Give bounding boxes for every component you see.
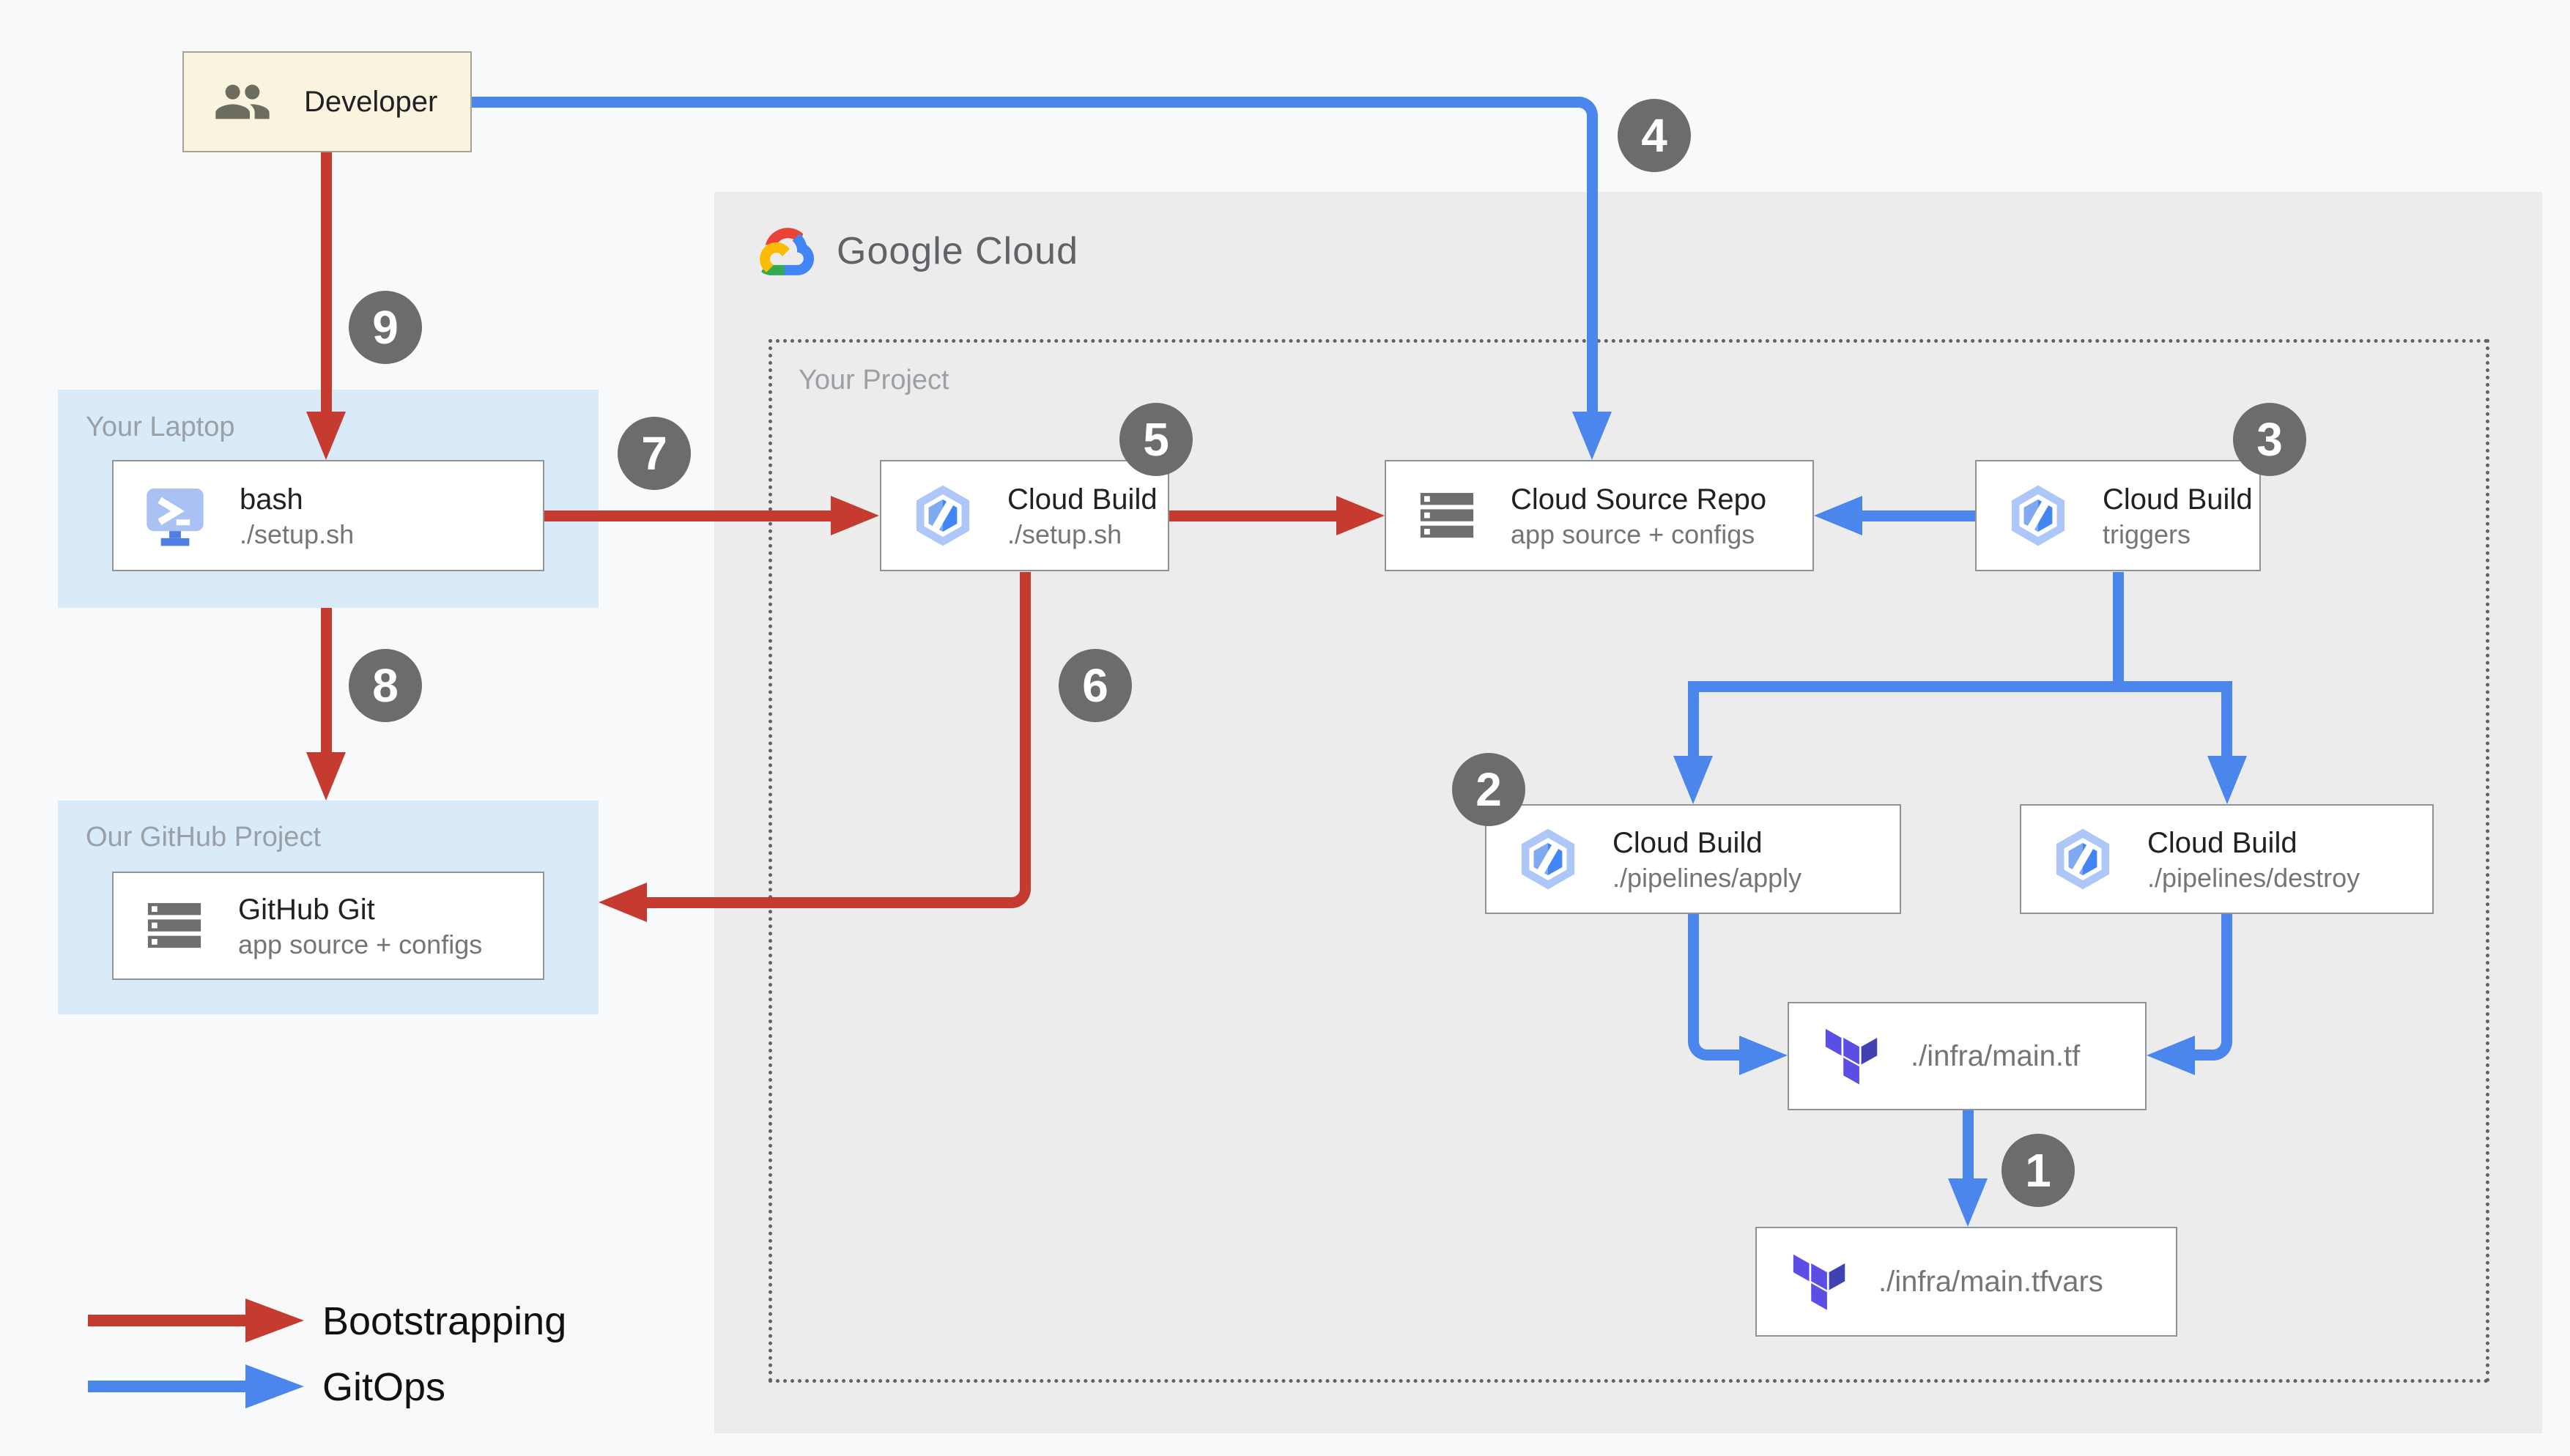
arrow-cloudbuild-setup-to-githubgit [647, 572, 1031, 908]
terraform-icon [1793, 1254, 1845, 1310]
cloud-source-repo-title: Cloud Source Repo [1511, 483, 1767, 516]
arrowhead-triggers-to-csr [1814, 496, 1862, 535]
our-github-project-label: Our GitHub Project [86, 822, 321, 853]
cloud-build-setup-node: Cloud Build ./setup.sh [880, 460, 1169, 571]
github-git-subtitle: app source + configs [238, 929, 483, 959]
cloud-build-icon [916, 485, 970, 546]
legend-gitops-arrow [88, 1381, 245, 1392]
step-badge-1: 1 [2001, 1134, 2075, 1207]
legend-bootstrapping-arrow [88, 1315, 245, 1326]
developer-node: Developer [182, 51, 472, 152]
repo-stack-icon [1420, 493, 1474, 538]
people-icon [215, 84, 270, 119]
google-cloud-logo: Google Cloud [755, 226, 1078, 277]
step-badge-7: 7 [618, 417, 691, 490]
arrow-apply-to-maintf [1688, 914, 1739, 1061]
bash-node: bash ./setup.sh [112, 460, 544, 571]
cloud-build-icon [1521, 828, 1575, 890]
google-cloud-logo-icon [760, 228, 815, 275]
arrowhead-split-to-apply [1673, 756, 1713, 804]
cloud-build-triggers-node: Cloud Build triggers [1975, 460, 2261, 571]
terraform-icon [1825, 1028, 1878, 1085]
github-git-title: GitHub Git [238, 893, 375, 926]
arrowhead-cloudbuild-setup-to-csr [1336, 496, 1385, 535]
cloud-build-triggers-title: Cloud Build [2103, 483, 2253, 516]
infra-main-tf-label: ./infra/main.tf [1911, 1039, 2081, 1072]
your-project-label: Your Project [799, 365, 949, 395]
repo-stack-icon [147, 903, 201, 948]
arrowhead-developer-to-bash [306, 412, 346, 460]
cloud-build-destroy-node: Cloud Build ./pipelines/destroy [2020, 804, 2434, 914]
infra-main-tfvars-label: ./infra/main.tfvars [1878, 1265, 2103, 1298]
arrowhead-destroy-to-maintf [2147, 1036, 2195, 1075]
arrow-developer-to-bash [321, 152, 332, 412]
google-cloud-logo-text: Google Cloud [837, 230, 1078, 272]
legend-gitops-arrowhead [245, 1364, 304, 1408]
your-laptop-label: Your Laptop [86, 412, 235, 442]
arrowhead-split-to-destroy [2207, 756, 2247, 804]
legend-bootstrapping-arrowhead [245, 1299, 304, 1342]
step-badge-6: 6 [1059, 649, 1132, 722]
step-badge-4: 4 [1618, 99, 1691, 172]
cloud-build-icon [2056, 828, 2110, 890]
step-badge-5: 5 [1119, 403, 1193, 476]
legend-gitops-label: GitOps [322, 1365, 446, 1409]
developer-label: Developer [304, 85, 438, 118]
infra-main-tfvars-node: ./infra/main.tfvars [1755, 1227, 2177, 1337]
step-badge-2: 2 [1452, 753, 1525, 826]
cloud-build-apply-subtitle: ./pipelines/apply [1612, 862, 1802, 893]
arrowhead-maintf-to-tfvars [1948, 1178, 1988, 1227]
step-badge-3: 3 [2233, 403, 2306, 476]
arrow-triggers-split-stem [2113, 572, 2124, 691]
cloud-build-setup-title: Cloud Build [1007, 483, 1158, 516]
arrow-triggers-to-csr [1862, 510, 1975, 521]
arrow-laptop-to-github [321, 608, 332, 752]
cloud-source-repo-node: Cloud Source Repo app source + configs [1385, 460, 1814, 571]
your-project-container [769, 339, 2489, 1383]
arrowhead-developer-to-csr [1572, 412, 1612, 460]
arrow-developer-to-csr [472, 97, 1598, 412]
terminal-icon [147, 489, 204, 546]
cloud-build-destroy-subtitle: ./pipelines/destroy [2147, 862, 2360, 893]
cloud-build-destroy-title: Cloud Build [2147, 826, 2297, 859]
arrow-destroy-to-maintf [2195, 914, 2232, 1061]
cloud-build-icon [2011, 485, 2065, 546]
arrowhead-bash-to-cloudbuild-setup [831, 496, 879, 535]
legend-bootstrapping-label: Bootstrapping [322, 1299, 567, 1343]
arrow-bash-to-cloudbuild-setup [544, 510, 831, 521]
infra-main-tf-node: ./infra/main.tf [1788, 1002, 2147, 1110]
github-git-node: GitHub Git app source + configs [112, 872, 544, 980]
step-badge-8: 8 [349, 649, 422, 722]
arrow-triggers-split-bar [1688, 681, 2232, 692]
cloud-build-setup-subtitle: ./setup.sh [1007, 519, 1122, 549]
bash-title: bash [240, 483, 303, 516]
arrow-maintf-to-tfvars [1963, 1110, 1974, 1178]
arrowhead-laptop-to-github [306, 752, 346, 801]
cloud-build-apply-node: Cloud Build ./pipelines/apply [1485, 804, 1901, 914]
step-badge-9: 9 [349, 291, 422, 364]
arrow-split-to-destroy [2221, 681, 2232, 756]
arrow-cloudbuild-setup-to-csr [1169, 510, 1336, 521]
arrowhead-apply-to-maintf [1739, 1036, 1788, 1075]
bash-subtitle: ./setup.sh [240, 519, 355, 549]
arrowhead-cloudbuild-setup-to-githubgit [599, 883, 647, 922]
cloud-build-triggers-subtitle: triggers [2103, 519, 2191, 549]
cloud-source-repo-subtitle: app source + configs [1511, 519, 1755, 549]
cloud-build-apply-title: Cloud Build [1612, 826, 1763, 859]
arrow-split-to-apply [1688, 681, 1699, 756]
